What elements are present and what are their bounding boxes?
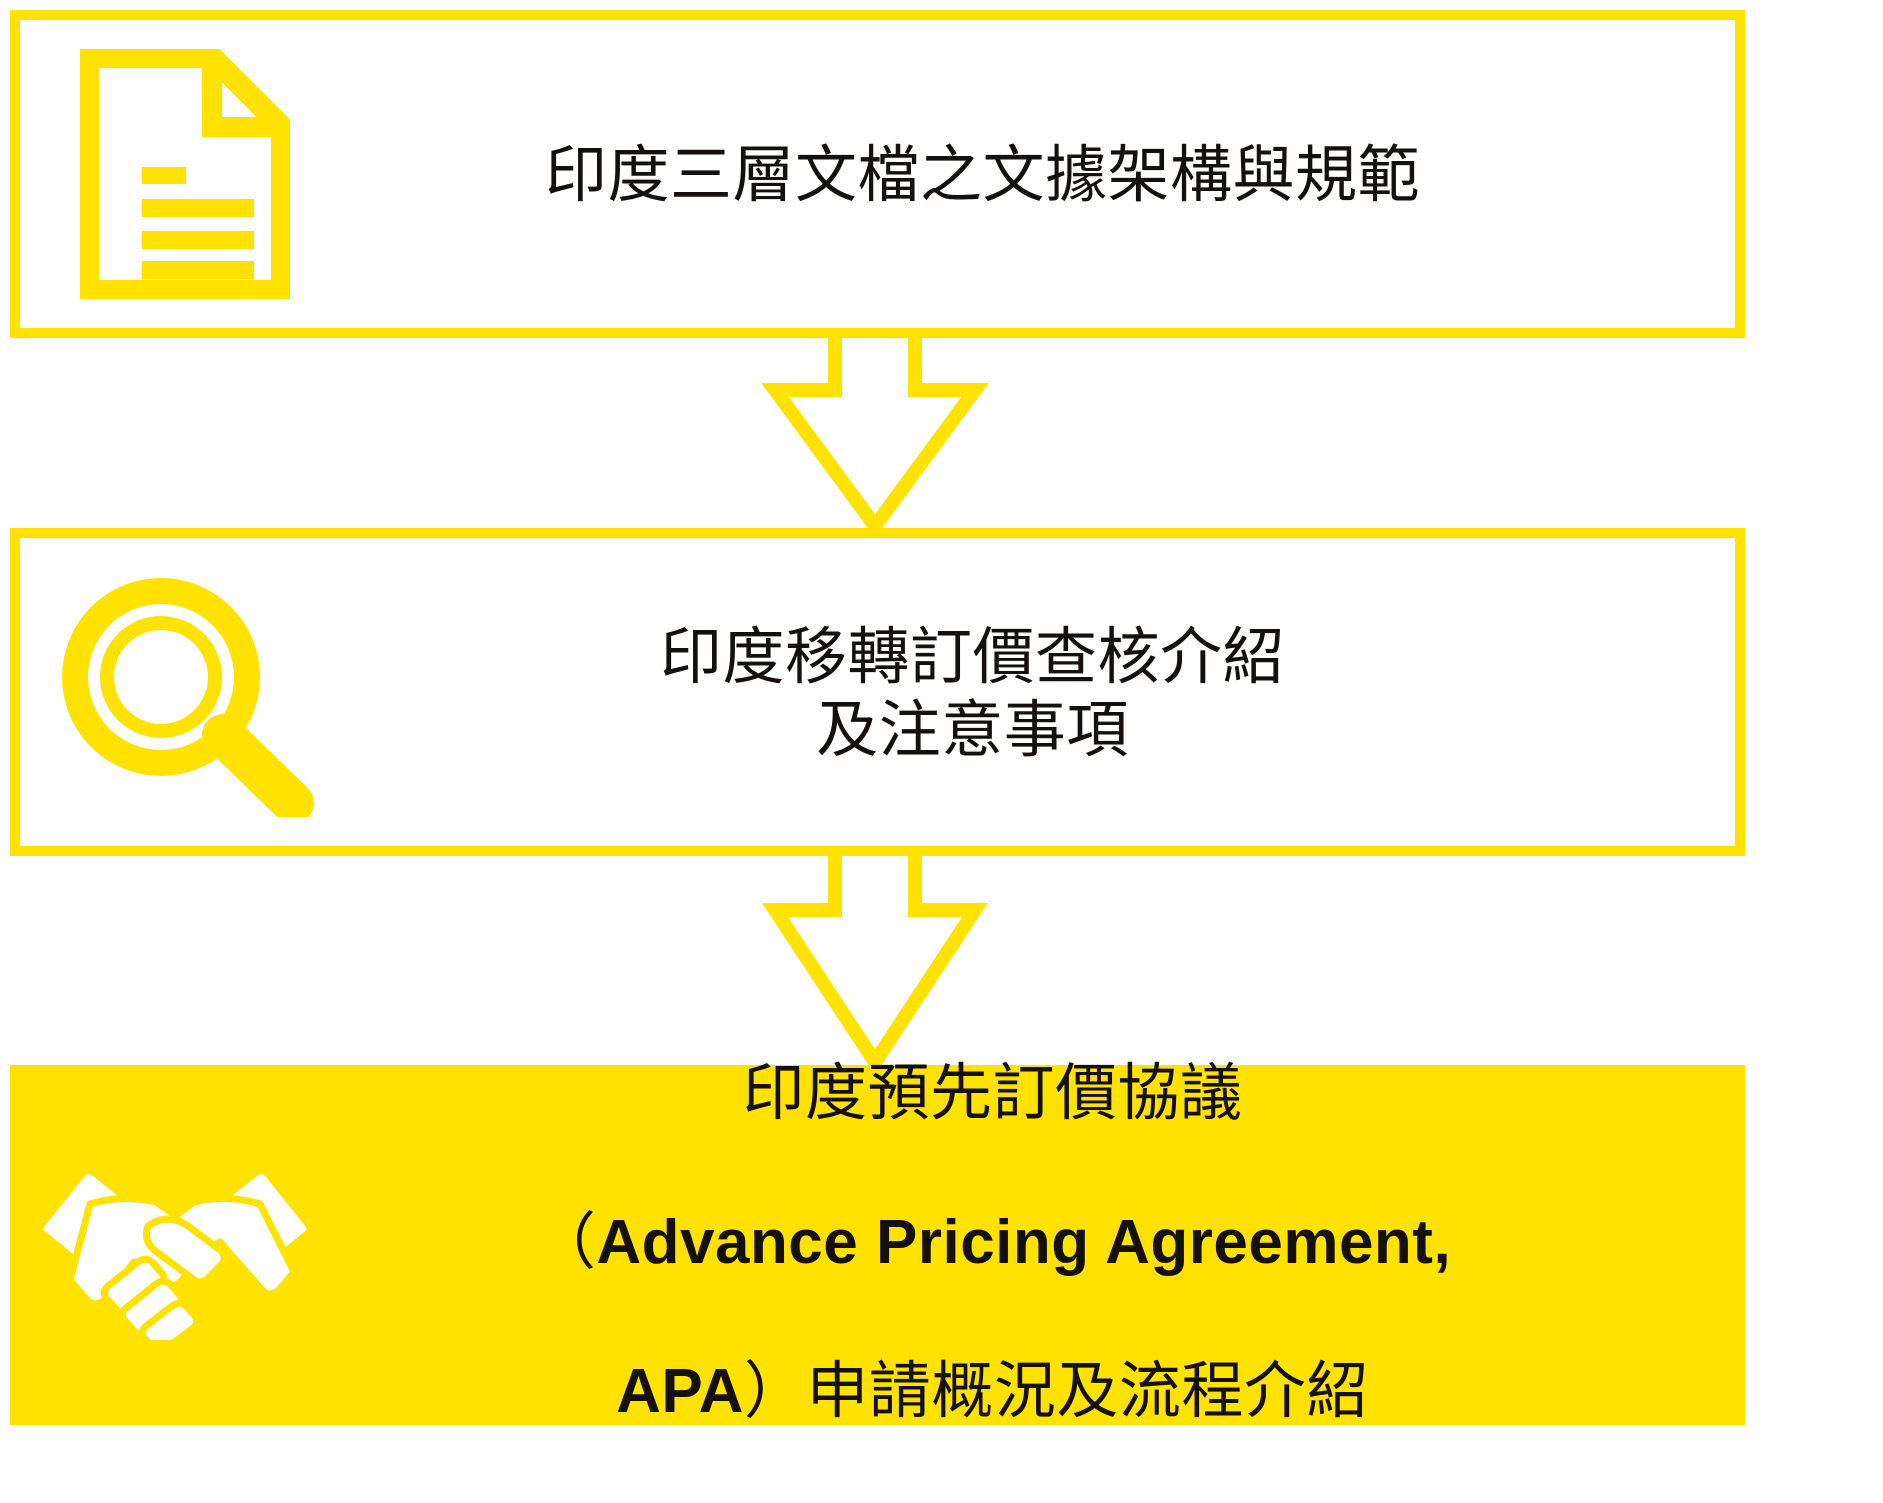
flow-step-2[interactable]: 印度移轉訂價查核介紹 及注意事項 — [10, 528, 1745, 856]
flow-step-3[interactable]: 印度預先訂價協議 （Advance Pricing Agreement, APA… — [10, 1059, 1745, 1426]
handshake-icon — [10, 1095, 340, 1395]
flow-step-3-label: 印度預先訂價協議 （Advance Pricing Agreement, APA… — [340, 983, 1745, 1503]
flow-diagram: 印度三層文檔之文據架構與規範 印度移轉訂價查核介紹 及注意事項 — [10, 10, 1745, 1426]
flow-step-1[interactable]: 印度三層文檔之文據架構與規範 — [10, 10, 1745, 338]
connector-2-arrow-icon — [735, 848, 1015, 1076]
apa-full-name: Advance Pricing Agreement, — [596, 1207, 1452, 1277]
magnifier-icon — [20, 542, 350, 842]
flow-step-2-label: 印度移轉訂價查核介紹 及注意事項 — [659, 622, 1285, 765]
flow-step-3-line-3-rest: ）申請概況及流程介紹 — [743, 1356, 1369, 1426]
flow-step-3-line-3: APA）申請概況及流程介紹 — [350, 1355, 1635, 1429]
flow-step-1-label: 印度三層文檔之文據架構與規範 — [544, 141, 1420, 211]
flow-step-3-line-2: （Advance Pricing Agreement, — [350, 1206, 1635, 1280]
apa-abbrev: APA — [616, 1356, 744, 1426]
flow-step-3-line-1: 印度預先訂價協議 — [742, 1059, 1243, 1129]
paren-open: （ — [533, 1207, 597, 1277]
document-icon — [20, 24, 350, 324]
connector-1-arrow-icon — [735, 330, 1015, 540]
